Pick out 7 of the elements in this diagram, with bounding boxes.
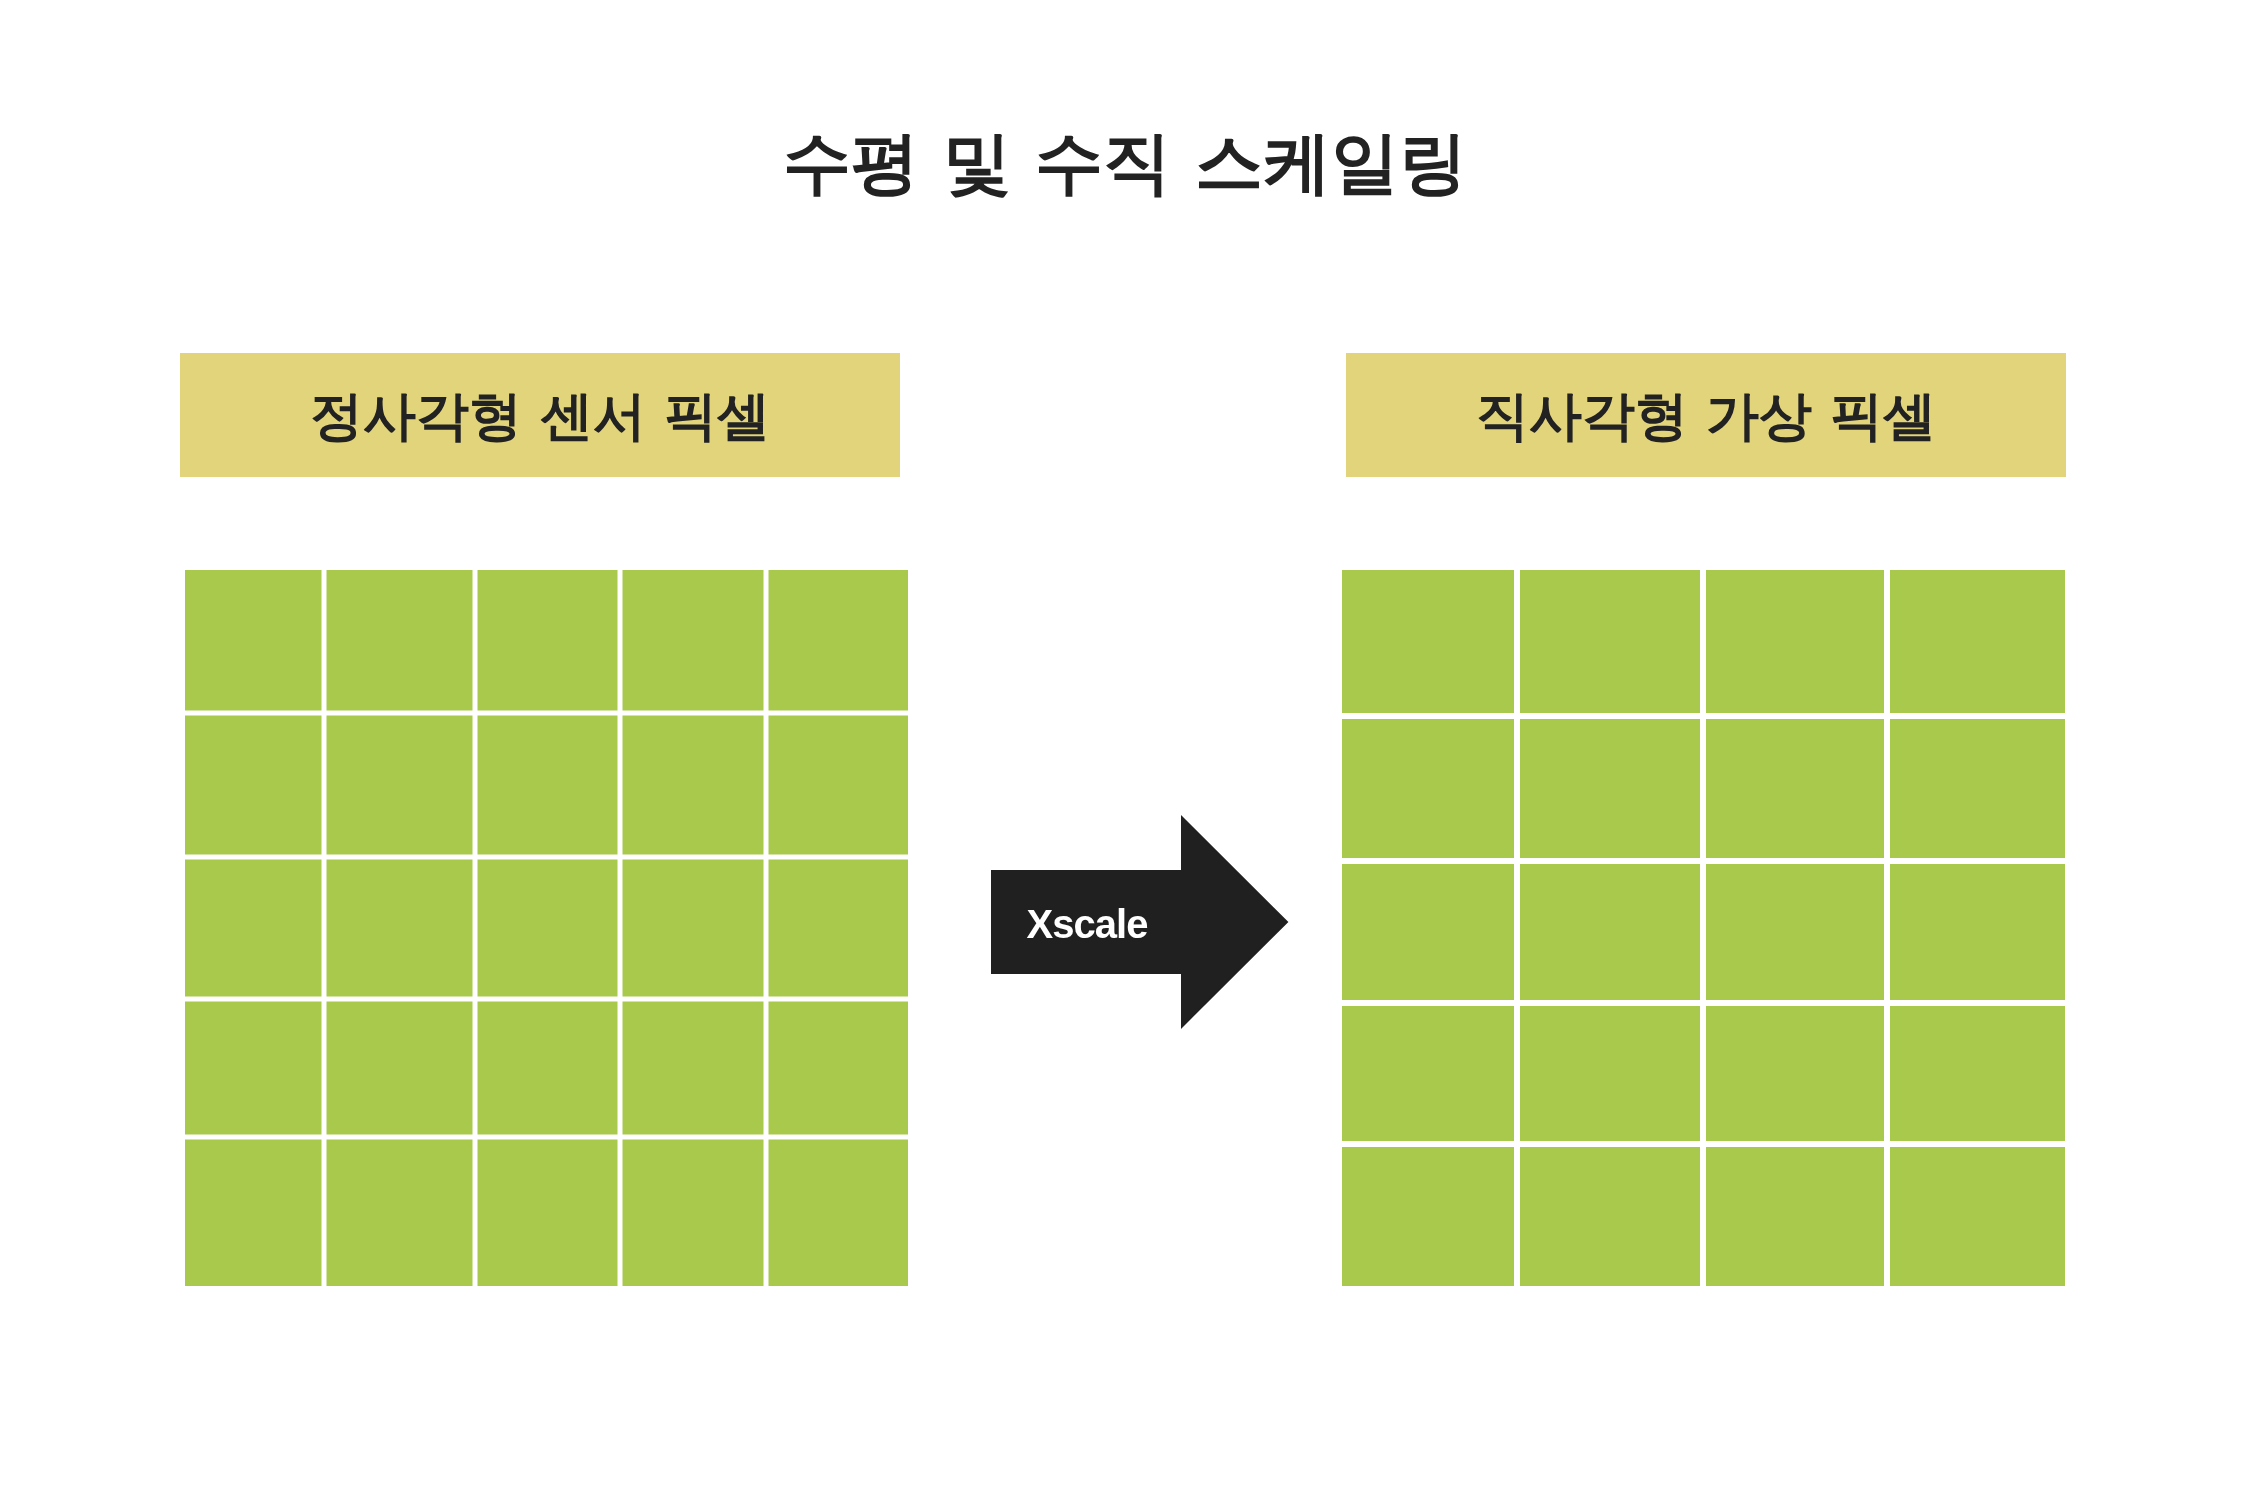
edge-label: Xscale (1026, 904, 1148, 944)
title: 수평 및 수직 스케일링 (783, 129, 1467, 197)
header-band: 정사각형 센서 픽셀 (180, 353, 900, 477)
block-arrow (991, 815, 1288, 1029)
pixel-grid (1342, 570, 2065, 1286)
header-band: 직사각형 가상 픽셀 (1346, 353, 2066, 477)
pixel-grid (185, 570, 908, 1286)
